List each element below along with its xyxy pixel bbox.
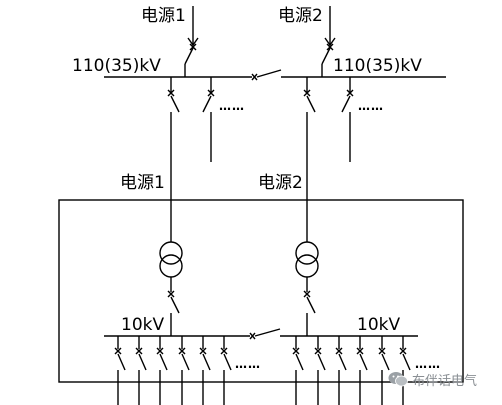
transformer-2	[295, 200, 319, 336]
lv-feeder	[156, 336, 168, 405]
source2-top-label: 电源2	[278, 6, 323, 26]
lv-bus-left-label: 10kV	[121, 315, 164, 335]
hv-feeder-left-2	[202, 77, 215, 162]
lv-feeder	[378, 336, 390, 405]
lv-feeder	[114, 336, 126, 405]
lv-feeder	[356, 336, 368, 405]
lv-mid-ellipsis: ……	[235, 357, 261, 371]
source2-mid-label: 电源2	[258, 173, 303, 193]
substation-boundary	[58, 199, 464, 383]
hv-bus-left-label: 110(35)kV	[72, 56, 161, 76]
hv-feeder-right-1	[303, 77, 316, 200]
lv-feeder	[314, 336, 326, 405]
source2-incoming: 电源2	[278, 6, 336, 77]
hv-right-ellipsis: ……	[358, 99, 384, 113]
source1-incoming: 电源1	[141, 6, 199, 77]
lv-right-ellipsis: ……	[415, 357, 441, 371]
lv-feeders	[114, 336, 411, 405]
hv-feeder-right-2	[341, 77, 354, 162]
transformer-1	[159, 200, 183, 336]
hv-busbar: 110(35)kV 110(35)kV	[72, 56, 446, 81]
hv-bus-right-label: 110(35)kV	[333, 56, 422, 76]
lv-feeder	[335, 336, 347, 405]
hv-feeder-left-1	[167, 77, 180, 200]
lv-busbar: 10kV 10kV	[104, 315, 418, 340]
lv-bus-right-label: 10kV	[357, 315, 400, 335]
lv-feeder	[135, 336, 147, 405]
lv-feeder	[178, 336, 190, 405]
watermark-text: 布伴话电气	[412, 373, 478, 389]
lv-feeder	[292, 336, 304, 405]
lv-feeder	[220, 336, 232, 405]
source1-top-label: 电源1	[141, 6, 186, 26]
watermark: 布伴话电气	[388, 366, 477, 392]
source1-mid-label: 电源1	[120, 173, 165, 193]
lv-feeder	[199, 336, 211, 405]
wechat-icon	[388, 372, 408, 387]
hv-left-ellipsis: ……	[219, 99, 245, 113]
